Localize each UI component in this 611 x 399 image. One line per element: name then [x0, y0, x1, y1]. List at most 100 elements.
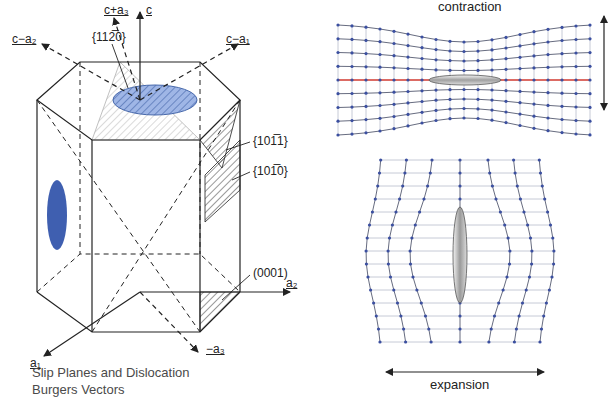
atom-dot: [406, 101, 409, 104]
atom-dot: [409, 262, 412, 265]
atom-dot: [476, 59, 479, 62]
atom-dot: [378, 27, 381, 30]
atom-dot: [504, 78, 507, 81]
atom-dot: [490, 99, 493, 102]
atom-dot: [462, 59, 465, 62]
atom-dot: [406, 44, 409, 47]
atom-dot: [396, 301, 399, 304]
atom-dot: [574, 119, 577, 122]
atom-dot: [462, 107, 465, 110]
atom-dot: [574, 51, 577, 54]
atom-dot: [538, 340, 541, 343]
atom-dot: [403, 171, 406, 174]
atom-dot: [499, 210, 502, 213]
lattice-column: [488, 160, 510, 342]
atom-dot: [490, 88, 493, 91]
atom-dot: [350, 65, 353, 68]
atom-dot: [392, 103, 395, 106]
atom-dot: [399, 314, 402, 317]
axis-label: −a₃: [206, 342, 225, 356]
atom-dot: [378, 129, 381, 132]
lattice-row: [338, 25, 590, 42]
atom-dot: [378, 53, 381, 56]
atom-dot: [526, 223, 529, 226]
atom-dot: [364, 92, 367, 95]
atom-dot: [350, 24, 353, 27]
atom-dot: [336, 51, 339, 54]
double-arrow: [386, 371, 544, 372]
atom-dot: [366, 275, 369, 278]
atom-dot: [434, 89, 437, 92]
atom-dot: [545, 301, 548, 304]
atom-dot: [532, 103, 535, 106]
atom-dot: [515, 327, 518, 330]
atom-dot: [387, 249, 390, 252]
atom-dot: [376, 184, 379, 187]
atom-dot: [364, 52, 367, 55]
atom-dot: [513, 340, 516, 343]
atom-dot: [458, 184, 461, 187]
atom-dot: [518, 101, 521, 104]
atom-dot: [392, 66, 395, 69]
atom-dot: [420, 301, 423, 304]
atom-dot: [525, 288, 528, 291]
atom-dot: [389, 275, 392, 278]
atom-dot: [387, 262, 390, 265]
atom-dot: [434, 99, 437, 102]
atom-dot: [550, 275, 553, 278]
atom-dot: [588, 106, 591, 109]
atom-dot: [424, 314, 427, 317]
atom-dot: [560, 65, 563, 68]
atom-dot: [418, 210, 421, 213]
atom-dot: [552, 249, 555, 252]
atom-dot: [422, 197, 425, 200]
atom-dot: [488, 171, 491, 174]
atom-dot: [508, 249, 511, 252]
axis-label: a₂: [286, 276, 297, 290]
atom-dot: [476, 50, 479, 53]
atom-dot: [574, 92, 577, 95]
atom-dot: [532, 127, 535, 130]
axis-label: c−a₁: [226, 32, 250, 46]
atom-dot: [548, 288, 551, 291]
atom-dot: [458, 197, 461, 200]
inclusion: [453, 207, 467, 303]
atom-dot: [546, 91, 549, 94]
atom-dot: [369, 288, 372, 291]
atom-dot: [364, 39, 367, 42]
atom-dot: [574, 78, 577, 81]
atom-dot: [521, 301, 524, 304]
atom-dot: [420, 121, 423, 124]
atom-dot: [350, 92, 353, 95]
atom-dot: [546, 40, 549, 43]
atom-dot: [405, 158, 408, 161]
atom-dot: [518, 314, 521, 317]
atom-dot: [430, 158, 433, 161]
atom-dot: [490, 58, 493, 61]
atom-dot: [588, 24, 591, 27]
atom-dot: [392, 54, 395, 57]
atom-dot: [378, 40, 381, 43]
atom-dot: [378, 66, 381, 69]
atom-dot: [546, 104, 549, 107]
atom-dot: [504, 68, 507, 71]
atom-dot: [476, 117, 479, 120]
atom-dot: [518, 33, 521, 36]
lattice-row: [338, 118, 590, 135]
atom-dot: [540, 327, 543, 330]
atom-dot: [490, 68, 493, 71]
lattice-column: [388, 160, 406, 342]
atom-dot: [532, 91, 535, 94]
atom-dot: [392, 42, 395, 45]
atom-dot: [588, 120, 591, 123]
atom-dot: [574, 24, 577, 27]
atom-dot: [392, 78, 395, 81]
atom-dot: [546, 129, 549, 132]
atom-dot: [508, 262, 511, 265]
atom-dot: [406, 56, 409, 59]
atom-dot: [434, 109, 437, 112]
atom-dot: [448, 88, 451, 91]
atom-dot: [487, 340, 490, 343]
atom-dot: [336, 133, 339, 136]
